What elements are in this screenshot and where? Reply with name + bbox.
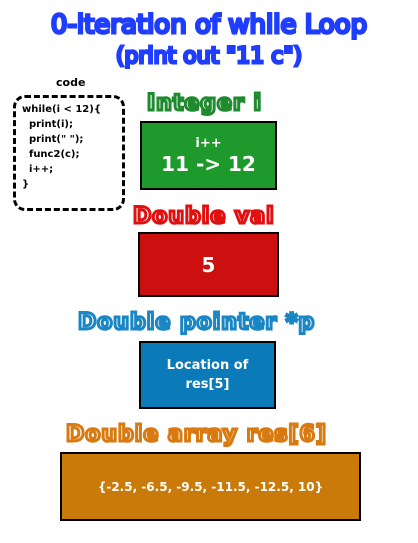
code-line: while(i < 12){ — [22, 104, 101, 115]
code-label: code — [56, 76, 86, 89]
integer-i-change: 11 -> 12 — [161, 151, 256, 176]
double-val-value: 5 — [201, 252, 216, 277]
integer-i-op: i++ — [195, 135, 222, 151]
code-line: } — [22, 179, 30, 190]
diagram-title-line1: 0-iteration of while Loop — [49, 9, 368, 42]
integer-i-box: i++ 11 -> 12 — [140, 121, 277, 190]
double-array-heading: Double array res[6] — [65, 421, 328, 449]
code-line: func2(c); — [22, 149, 80, 160]
double-val-box: 5 — [138, 232, 279, 297]
double-pointer-box: Location of res[5] — [139, 341, 276, 409]
double-pointer-line1: Location of — [166, 358, 249, 373]
double-array-box: {-2.5, -6.5, -9.5, -11.5, -12.5, 10} — [60, 452, 361, 521]
code-line: i++; — [22, 164, 54, 175]
code-line: print(i); — [22, 119, 73, 130]
code-box: while(i < 12){ print(i); print(" "); fun… — [13, 95, 125, 211]
double-pointer-line2: res[5] — [185, 377, 230, 392]
diagram-title-line2: (print out "11 c") — [114, 43, 303, 71]
double-array-values: {-2.5, -6.5, -9.5, -11.5, -12.5, 10} — [97, 479, 324, 494]
integer-i-heading: Integer i — [145, 90, 263, 118]
code-line: print(" "); — [22, 134, 84, 145]
double-val-heading: Double val — [132, 203, 276, 231]
double-pointer-heading: Double pointer *p — [76, 309, 316, 337]
